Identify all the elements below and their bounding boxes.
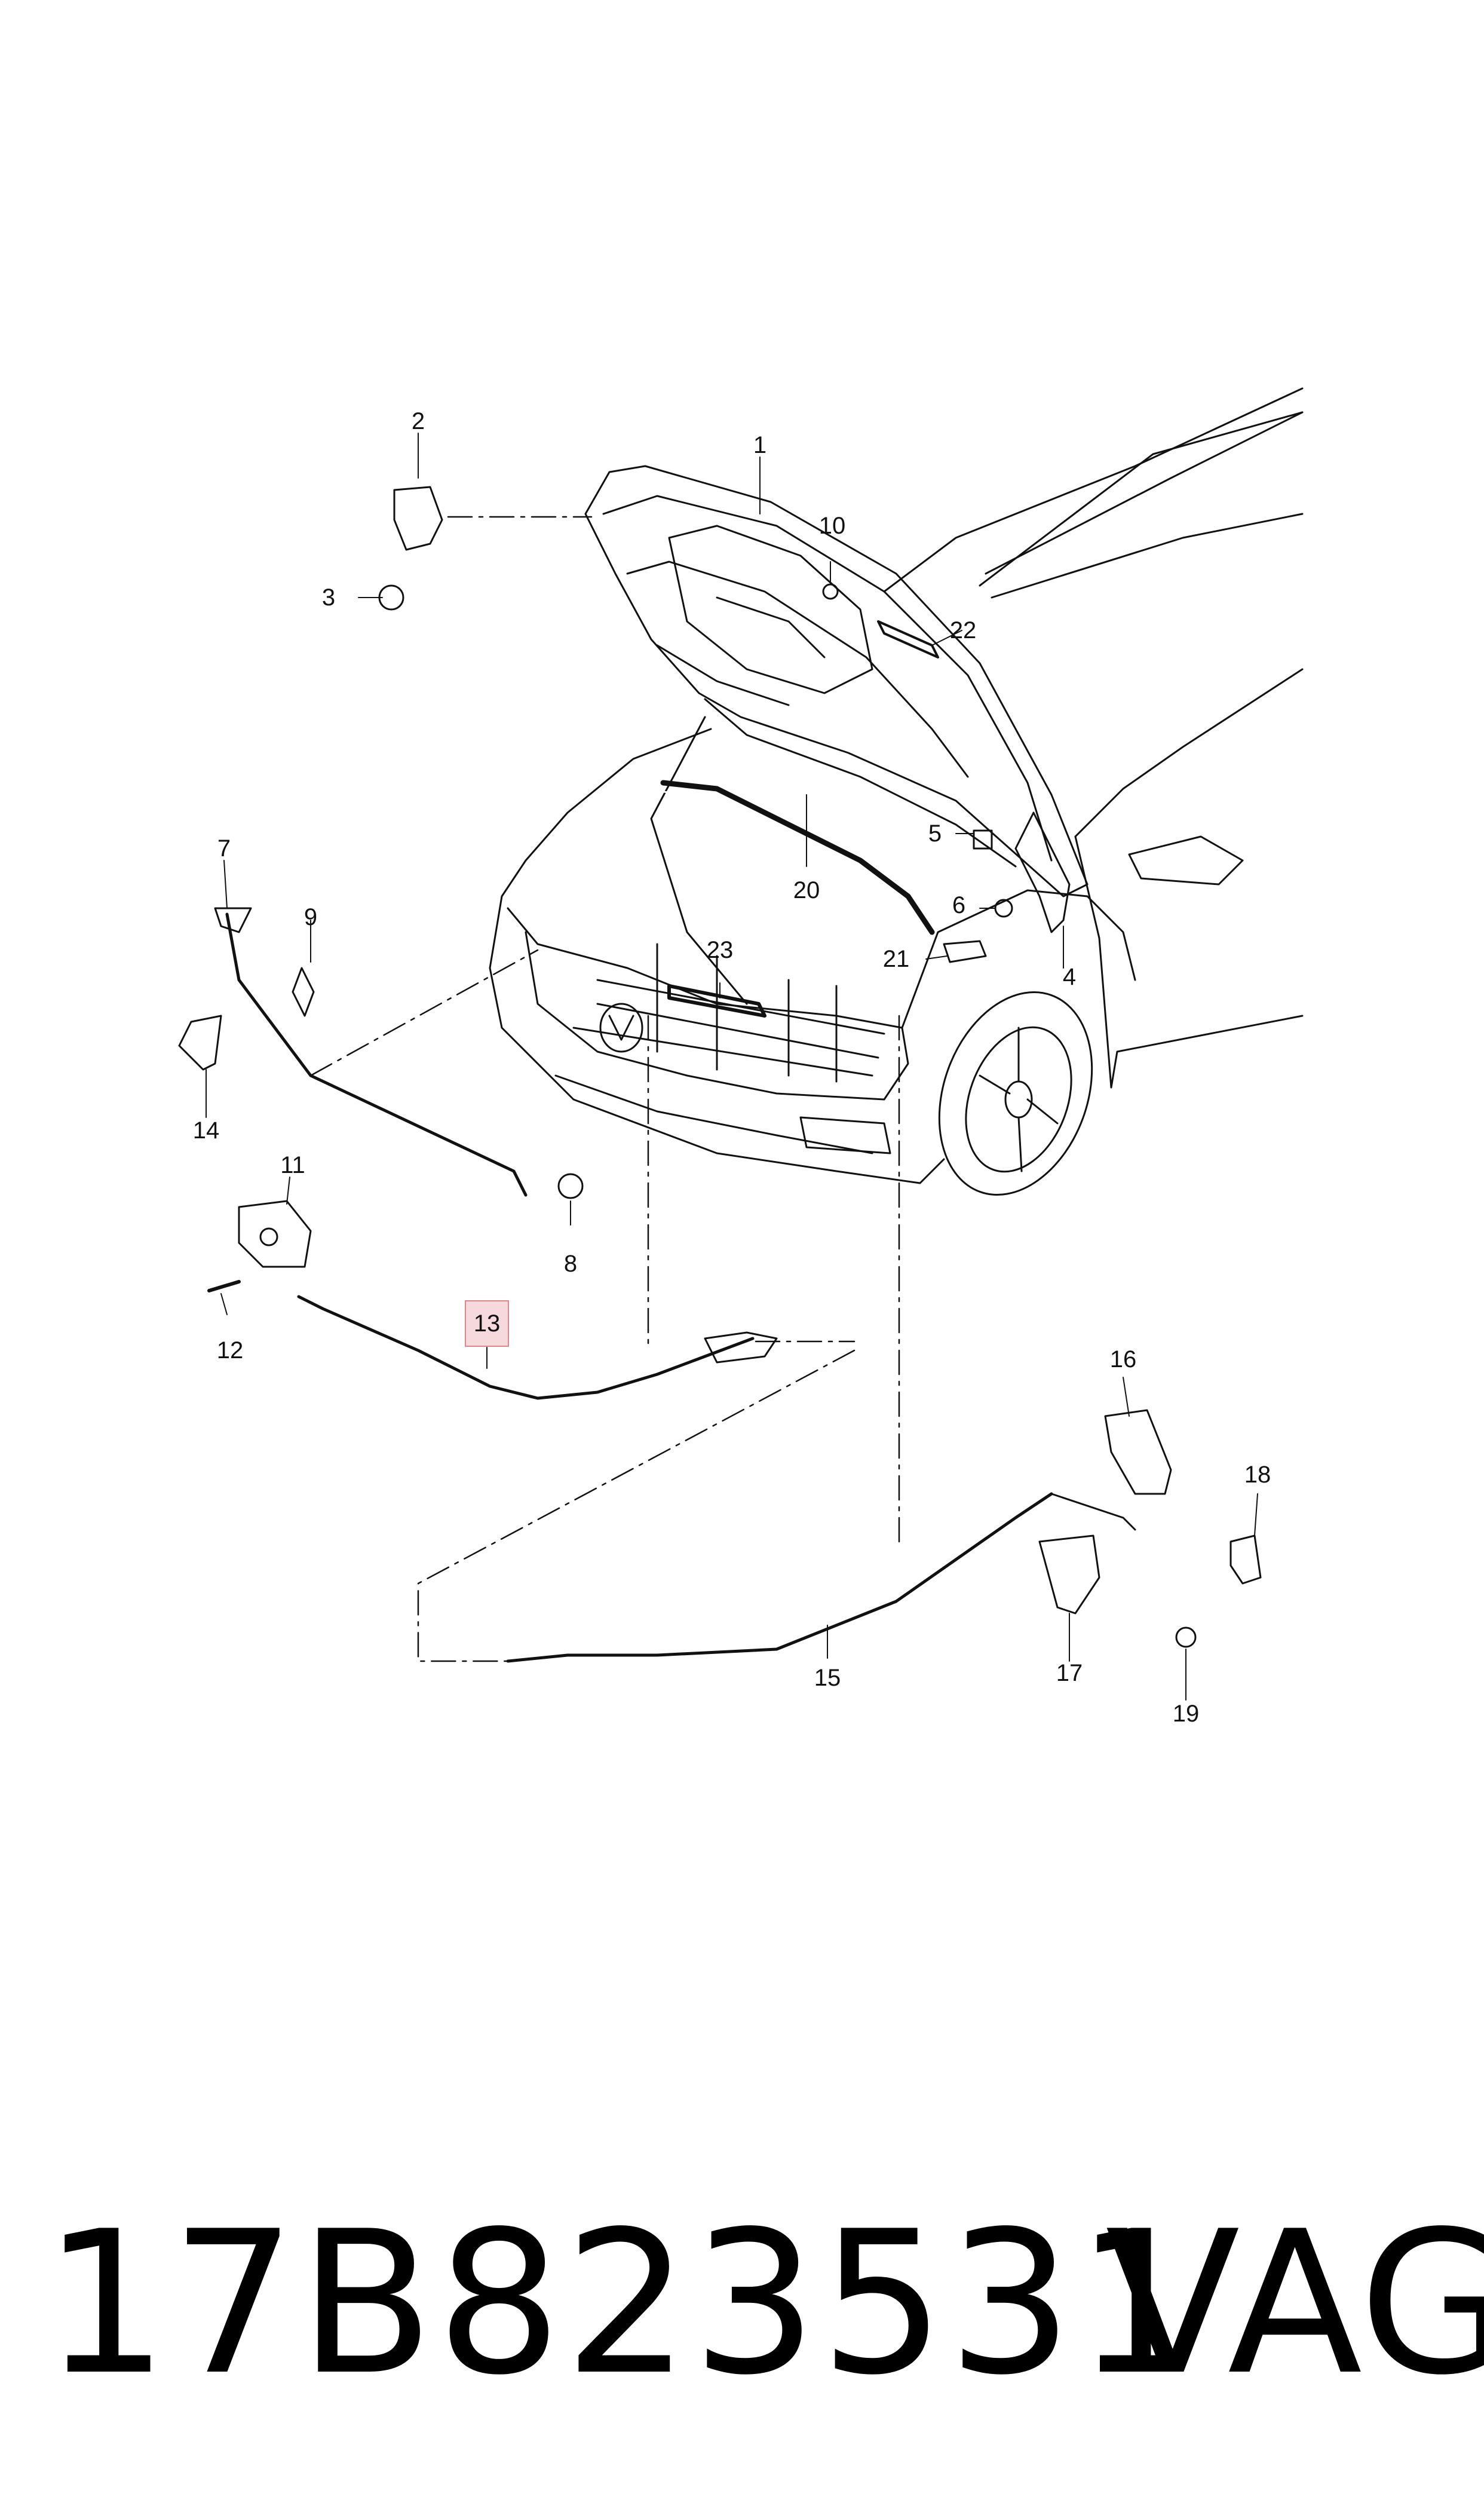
- callout-2: 2: [411, 408, 425, 434]
- callout-8: 8: [563, 1251, 578, 1277]
- callout-11: 11: [280, 1152, 305, 1178]
- callout-7: 7: [217, 835, 231, 862]
- callout-10: 10: [818, 513, 846, 539]
- callout-13-highlight: [465, 1300, 509, 1347]
- callout-21: 21: [882, 946, 910, 972]
- callout-14: 14: [192, 1117, 220, 1144]
- callout-19: 19: [1172, 1701, 1200, 1727]
- callout-23: 23: [706, 937, 734, 963]
- part-number: 17B823531: [43, 2189, 1204, 2418]
- brand-label: VAG: [1105, 2189, 1484, 2418]
- callout-17: 17: [1056, 1660, 1083, 1686]
- callout-6: 6: [952, 892, 966, 918]
- hood-drawing: [584, 465, 1089, 897]
- callout-20: 20: [793, 877, 820, 903]
- callout-18: 18: [1244, 1462, 1271, 1488]
- callout-9: 9: [303, 904, 318, 930]
- callout-15: 15: [814, 1665, 841, 1691]
- callout-5: 5: [928, 820, 942, 847]
- callout-4: 4: [1062, 964, 1077, 990]
- callout-3: 3: [321, 584, 336, 611]
- callout-22: 22: [949, 617, 977, 644]
- callout-1: 1: [753, 432, 767, 458]
- seal-strip-drawing: [660, 780, 935, 935]
- release-cable-drawing: [297, 1295, 755, 1400]
- callout-12: 12: [216, 1337, 244, 1364]
- callout-16: 16: [1109, 1346, 1137, 1373]
- callout-13: 13: [473, 1310, 501, 1337]
- car-body-drawing: [489, 387, 1304, 1196]
